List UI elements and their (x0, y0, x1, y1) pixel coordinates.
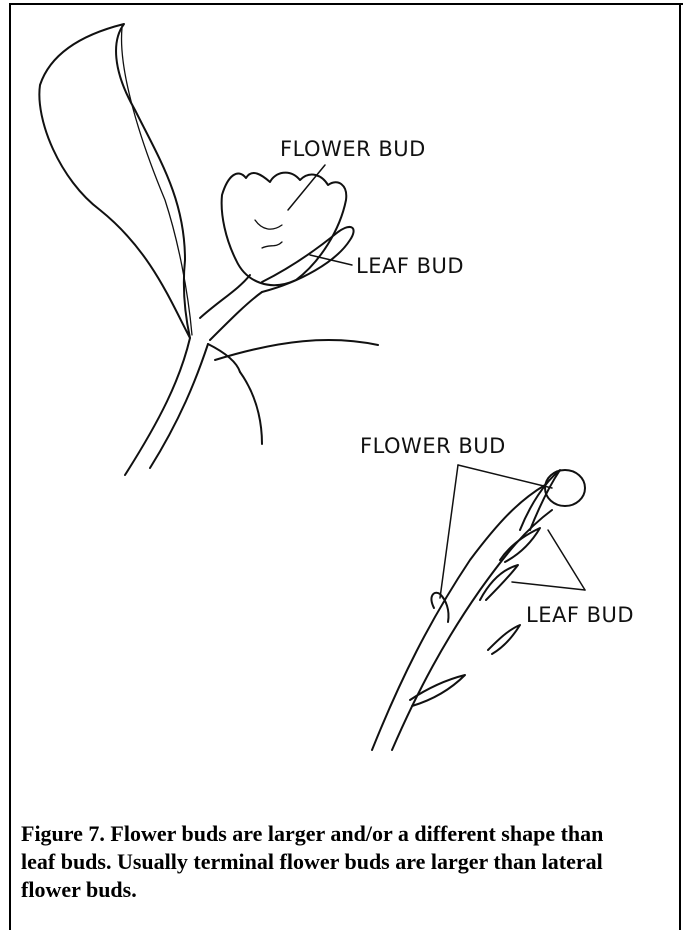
bottom-flower-bud-leader-left (440, 465, 458, 598)
bottom-leaf-bud-leader-upper (548, 530, 585, 590)
top-branch-drawing: FLOWER BUD LEAF BUD (39, 24, 464, 475)
large-leaf (39, 24, 190, 338)
bottom-twig-drawing: FLOWER BUD LEAF BUD (360, 434, 634, 750)
bottom-leaf-bud-label: LEAF BUD (526, 603, 634, 627)
lateral-leaf-bud-4 (410, 675, 465, 706)
top-leaf-bud-label: LEAF BUD (356, 254, 464, 278)
leaf-bud-top (262, 227, 354, 292)
top-flower-bud-leader (288, 165, 325, 210)
lateral-leaf-bud-5 (488, 625, 520, 654)
lateral-leaf-bud-1 (520, 470, 560, 530)
main-stem-right (150, 344, 208, 468)
figure-caption: Figure 7. Flower buds are larger and/or … (21, 820, 641, 904)
bud-branch-lower (210, 292, 262, 340)
leaf-midrib (122, 28, 192, 335)
flower-bud-cluster (222, 173, 347, 286)
flower-bud-inner-petal (255, 220, 282, 248)
lower-leaf-edge (240, 372, 262, 444)
top-flower-bud-label: FLOWER BUD (280, 137, 426, 161)
petiole-to-lower-leaf (215, 340, 378, 360)
bud-branch-upper (200, 275, 250, 318)
twig-left-edge (372, 485, 545, 750)
bottom-flower-bud-leader-right (458, 465, 552, 488)
bottom-leaf-bud-leader-lower (512, 582, 585, 590)
twig-right-edge (392, 510, 552, 750)
bottom-flower-bud-label: FLOWER BUD (360, 434, 506, 458)
